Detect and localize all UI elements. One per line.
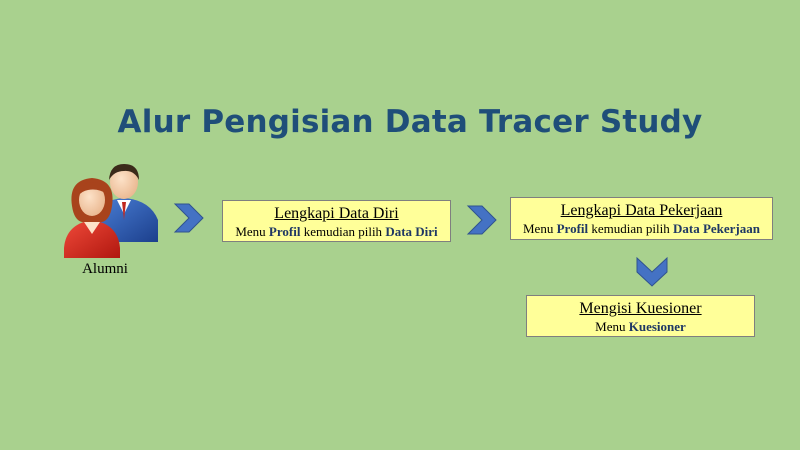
alumni-people-icon (64, 164, 158, 258)
step-description: Menu Profil kemudian pilih Data Diri (235, 224, 438, 239)
step-box-data-diri: Lengkapi Data Diri Menu Profil kemudian … (222, 200, 451, 242)
step-description: Menu Kuesioner (595, 319, 686, 334)
chevron-down-icon (636, 256, 668, 287)
chevron-right-icon (466, 205, 497, 235)
alumni-label: Alumni (82, 261, 128, 277)
menu-item-name: Data Pekerjaan (672, 221, 760, 236)
menu-name: Profil (268, 224, 301, 239)
step-heading: Mengisi Kuesioner (579, 300, 702, 317)
menu-name: Kuesioner (628, 319, 686, 334)
step-heading: Lengkapi Data Pekerjaan (560, 202, 723, 219)
step-box-kuesioner: Mengisi Kuesioner Menu Kuesioner (526, 295, 755, 337)
menu-name: Profil (556, 221, 589, 236)
page-title: Alur Pengisian Data Tracer Study (117, 104, 703, 140)
chevron-right-icon (173, 203, 204, 233)
step-box-data-pekerjaan: Lengkapi Data Pekerjaan Menu Profil kemu… (510, 197, 773, 240)
step-description: Menu Profil kemudian pilih Data Pekerjaa… (523, 221, 760, 236)
step-heading: Lengkapi Data Diri (274, 205, 399, 222)
menu-item-name: Data Diri (385, 224, 438, 239)
